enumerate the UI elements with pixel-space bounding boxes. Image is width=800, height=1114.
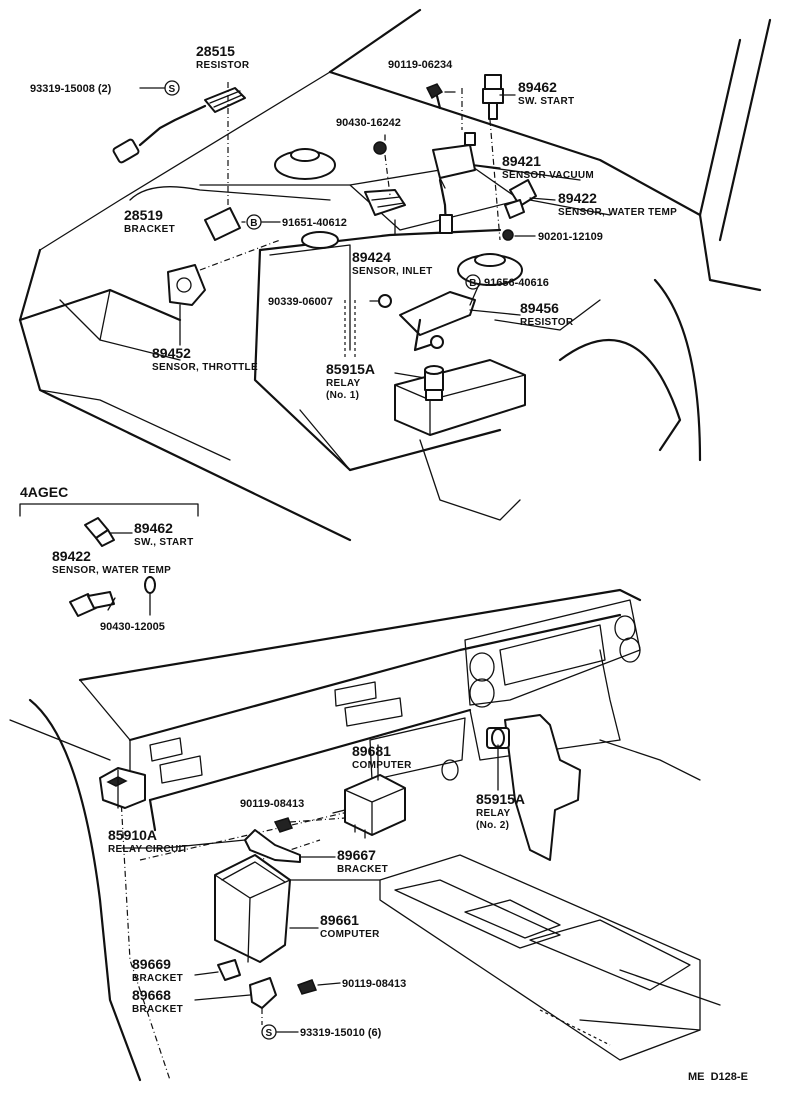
label-89462-top-number: 89462 [518,79,557,95]
label-89667-name: BRACKET [337,864,388,875]
clamp-90339-06007-part [378,294,392,308]
switch-89462-part [482,74,504,120]
label-90119-08413-a: 90119-08413 [240,798,304,810]
throttle-sensor-89452-part [167,264,206,306]
bolt-90119-06234-part [425,83,444,110]
label-89667-number: 89667 [337,847,376,863]
label-89422-4agec-number: 89422 [52,548,91,564]
label-89452-number: 89452 [152,345,191,361]
water-temp-sensor-89422-4agec-part [69,591,115,617]
bracket-89668-part [249,977,277,1009]
label-89456-number: 89456 [520,300,559,316]
gasket-90430-12005-part [144,576,156,594]
label-28519-name: BRACKET [124,224,175,235]
bolt-90119-08413-part [273,817,293,833]
label-89421-number: 89421 [502,153,541,169]
parts-lower [99,714,581,1009]
label-89452-name: SENSOR, THROTTLE [152,362,258,373]
relay-85915A-no1-part [424,365,444,401]
label-91656-40616: 91656-40616 [484,277,549,289]
leader-lines-upper [139,82,556,379]
resistor-89456-part [399,291,476,352]
leader-lines-lower [121,744,499,1033]
label-89668-number: 89668 [132,987,171,1003]
s-marker-lower [261,1024,277,1040]
relay-85915A-no2-part [486,714,581,861]
label-89424-name: SENSOR, INLET [352,266,433,277]
label-89668-name: BRACKET [132,1004,183,1015]
circled-markers-upper: S B B [164,80,481,290]
label-90119-08413-b: 90119-08413 [342,978,406,990]
bracket-28519-part [204,207,241,241]
gasket-90201-12109-part [502,229,514,241]
label-91651-40612: 91651-40612 [282,217,347,229]
label-89462-4agec-name: SW., START [134,537,193,548]
label-89681-number: 89681 [352,743,391,759]
label-28519-number: 28519 [124,207,163,223]
computer-89681-part [344,774,406,839]
label-89422-top-name: SENSOR, WATER TEMP [558,207,677,218]
s-marker: S [266,1028,273,1039]
diagram-code: ME D128-E [688,1071,748,1083]
label-89422-top-number: 89422 [558,190,597,206]
b-marker: B [469,278,477,289]
label-89422-4agec-name: SENSOR, WATER TEMP [52,565,171,576]
label-85915A-2-sub: (No. 2) [476,820,509,831]
label-89421-name: SENSOR VACUUM [502,170,594,181]
label-89681-name: COMPUTER [352,760,412,771]
label-89669-name: BRACKET [132,973,183,984]
vacuum-sensor-89421-part [432,132,476,234]
bracket-89667-part [244,829,301,863]
label-28515-name: RESISTOR [196,60,250,71]
dashboard-illustration [9,588,721,1082]
parts-upper [112,74,537,401]
inset-4agec: 4AGEC [19,484,199,617]
switch-89462-4agec-part [84,517,115,547]
label-85915A-2-name: RELAY [476,808,511,819]
label-93319-15008: 93319-15008 (2) [30,83,112,95]
label-90339-06007: 90339-06007 [268,296,333,308]
bolt-90119-08413-b-part [296,979,318,995]
gasket-90430-16242-part [373,141,387,155]
label-85910A-number: 85910A [108,827,157,843]
section-title: 4AGEC [20,484,68,500]
s-marker: S [169,84,176,95]
label-89424-number: 89424 [352,249,391,265]
water-temp-sensor-89422-part [504,179,537,219]
label-90430-16242: 90430-16242 [336,117,401,129]
bracket-89669-part [217,959,241,981]
label-93319-15010: 93319-15010 (6) [300,1027,382,1039]
label-28515-number: 28515 [196,43,235,59]
label-85915A-1-name: RELAY [326,378,361,389]
label-89669-number: 89669 [132,956,171,972]
relay-circuit-85910A-part [99,767,146,809]
resistor-28515-part [112,87,246,164]
label-89462-top-name: SW. START [518,96,574,107]
label-85915A-1-sub: (No. 1) [326,390,359,401]
label-89661-name: COMPUTER [320,929,380,940]
inlet-sensor-89424-part [364,189,406,216]
label-90201-12109: 90201-12109 [538,231,603,243]
label-85915A-2-number: 85915A [476,791,525,807]
label-89462-4agec-number: 89462 [134,520,173,536]
callout-labels: 28515 RESISTOR 93319-15008 (2) 90119-062… [30,43,748,1083]
b-marker: B [250,218,258,229]
label-90430-12005: 90430-12005 [100,621,165,633]
label-85910A-name: RELAY CIRCUIT [108,844,188,855]
computer-89661-part [214,854,291,963]
label-89456-name: RESISTOR [520,317,574,328]
label-90119-06234: 90119-06234 [388,59,453,71]
label-85915A-1-number: 85915A [326,361,375,377]
label-89661-number: 89661 [320,912,359,928]
